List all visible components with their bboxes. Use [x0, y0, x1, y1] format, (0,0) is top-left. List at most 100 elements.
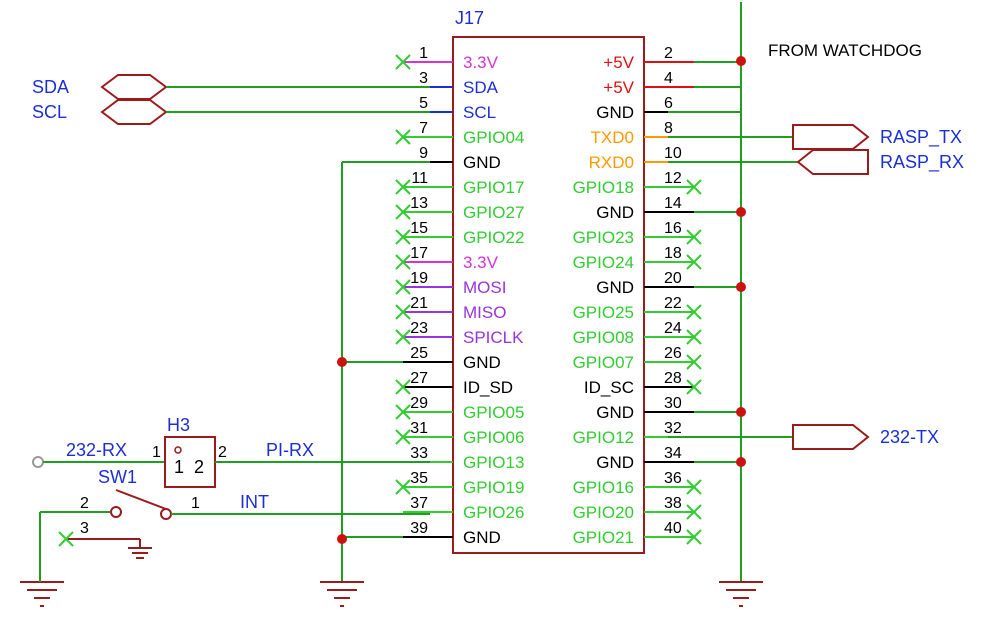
- pin-signal-right: GPIO07: [573, 353, 634, 372]
- pin-number-right: 38: [664, 495, 682, 512]
- pin-signal-left: SPICLK: [463, 328, 524, 347]
- pin-number-left: 37: [410, 495, 428, 512]
- no-connect-marker: [395, 204, 411, 220]
- pin-number-left: 7: [419, 120, 428, 137]
- pin-number-left: 17: [410, 245, 428, 262]
- pin-signal-right: GND: [596, 278, 634, 297]
- pin-number-left: 3: [419, 70, 428, 87]
- no-connect-marker: [686, 304, 702, 320]
- pin-number-right: 28: [664, 370, 682, 387]
- h3-pin-right: 2: [218, 444, 227, 461]
- no-connect-marker: [395, 429, 411, 445]
- sw1-ref: SW1: [98, 467, 137, 487]
- pin-number-left: 15: [410, 220, 428, 237]
- junction-dot: [736, 207, 746, 217]
- no-connect-marker: [395, 379, 411, 395]
- j17-ref: J17: [455, 8, 484, 28]
- pin-number-right: 6: [664, 95, 673, 112]
- pin-number-left: 21: [410, 295, 428, 312]
- pin-number-right: 30: [664, 395, 682, 412]
- sda-port-label: SDA: [32, 77, 69, 97]
- no-connect-marker: [58, 531, 74, 547]
- pin-signal-left: GPIO13: [463, 453, 524, 472]
- pin-number-left: 9: [419, 145, 428, 162]
- pin-signal-left: GPIO05: [463, 403, 524, 422]
- pin-number-left: 23: [410, 320, 428, 337]
- no-connect-marker: [686, 179, 702, 195]
- no-connect-marker: [686, 529, 702, 545]
- h3-label-right: 2: [194, 457, 204, 477]
- ground-symbol: [20, 581, 64, 607]
- rx232-terminal: [32, 456, 44, 468]
- no-connect-marker: [686, 379, 702, 395]
- pin-number-right: 32: [664, 420, 682, 437]
- pin-number-right: 40: [664, 520, 682, 537]
- h3-ref: H3: [167, 415, 190, 435]
- ground-symbol: [320, 581, 364, 607]
- no-connect-marker: [395, 304, 411, 320]
- pin-number-left: 33: [410, 445, 428, 462]
- pin-signal-right: +5V: [603, 53, 634, 72]
- no-connect-marker: [395, 179, 411, 195]
- pin-signal-left: 3.3V: [463, 53, 499, 72]
- watchdog-note: FROM WATCHDOG: [768, 41, 922, 60]
- pin-number-left: 31: [410, 420, 428, 437]
- sw1-pin-c: 3: [80, 520, 89, 537]
- pin-number-right: 12: [664, 170, 682, 187]
- pin-number-right: 2: [664, 45, 673, 62]
- pin-signal-right: GPIO16: [573, 478, 634, 497]
- pin-number-right: 8: [664, 120, 673, 137]
- pin-signal-right: ID_SC: [584, 378, 634, 397]
- pin-number-left: 19: [410, 270, 428, 287]
- pin-signal-left: GPIO17: [463, 178, 524, 197]
- junction-dot: [736, 282, 746, 292]
- h3-pin1-marker: [174, 446, 182, 454]
- no-connect-marker: [395, 54, 411, 70]
- sw1-contact-a: [110, 506, 122, 518]
- sda-port: [100, 74, 168, 100]
- pin-signal-right: GND: [596, 403, 634, 422]
- pi-rx-net-label: PI-RX: [266, 440, 314, 460]
- pin-signal-right: GND: [596, 203, 634, 222]
- pin-number-right: 16: [664, 220, 682, 237]
- no-connect-marker: [686, 229, 702, 245]
- pin-number-right: 4: [664, 70, 673, 87]
- ground-symbol: [128, 547, 152, 559]
- pin-signal-left: GPIO06: [463, 428, 524, 447]
- pin-signal-right: GPIO23: [573, 228, 634, 247]
- pin-number-right: 36: [664, 470, 682, 487]
- pin-signal-right: GPIO20: [573, 503, 634, 522]
- rasp-rx-port-label: RASP_RX: [880, 152, 964, 173]
- junction-dot: [337, 534, 347, 544]
- no-connect-marker: [395, 404, 411, 420]
- rx232-net-label: 232-RX: [66, 440, 127, 460]
- pin-number-right: 18: [664, 245, 682, 262]
- int-net-label: INT: [240, 492, 269, 512]
- no-connect-marker: [395, 329, 411, 345]
- pin-number-right: 20: [664, 270, 682, 287]
- pin-signal-right: GPIO18: [573, 178, 634, 197]
- scl-port: [100, 99, 168, 125]
- tx232-port: [792, 424, 870, 450]
- pin-signal-left: ID_SD: [463, 378, 513, 397]
- pin-signal-left: GND: [463, 528, 501, 547]
- pin-signal-right: GPIO21: [573, 528, 634, 547]
- pin-signal-right: GPIO25: [573, 303, 634, 322]
- pin-number-left: 25: [410, 345, 428, 362]
- no-connect-marker: [686, 354, 702, 370]
- pin-signal-right: GPIO24: [573, 253, 634, 272]
- junction-dot: [337, 357, 347, 367]
- junction-dot: [736, 457, 746, 467]
- pin-number-left: 1: [419, 45, 428, 62]
- pin-signal-left: MISO: [463, 303, 506, 322]
- junction-dot: [736, 407, 746, 417]
- pin-signal-left: SCL: [463, 103, 496, 122]
- pin-signal-left: GND: [463, 353, 501, 372]
- no-connect-marker: [395, 479, 411, 495]
- rasp-tx-port-label: RASP_TX: [880, 127, 962, 148]
- pin-number-left: 13: [410, 195, 428, 212]
- sw1-pin-a: 2: [80, 495, 89, 512]
- junction-dot: [736, 56, 746, 66]
- h3-label-left: 1: [174, 457, 184, 477]
